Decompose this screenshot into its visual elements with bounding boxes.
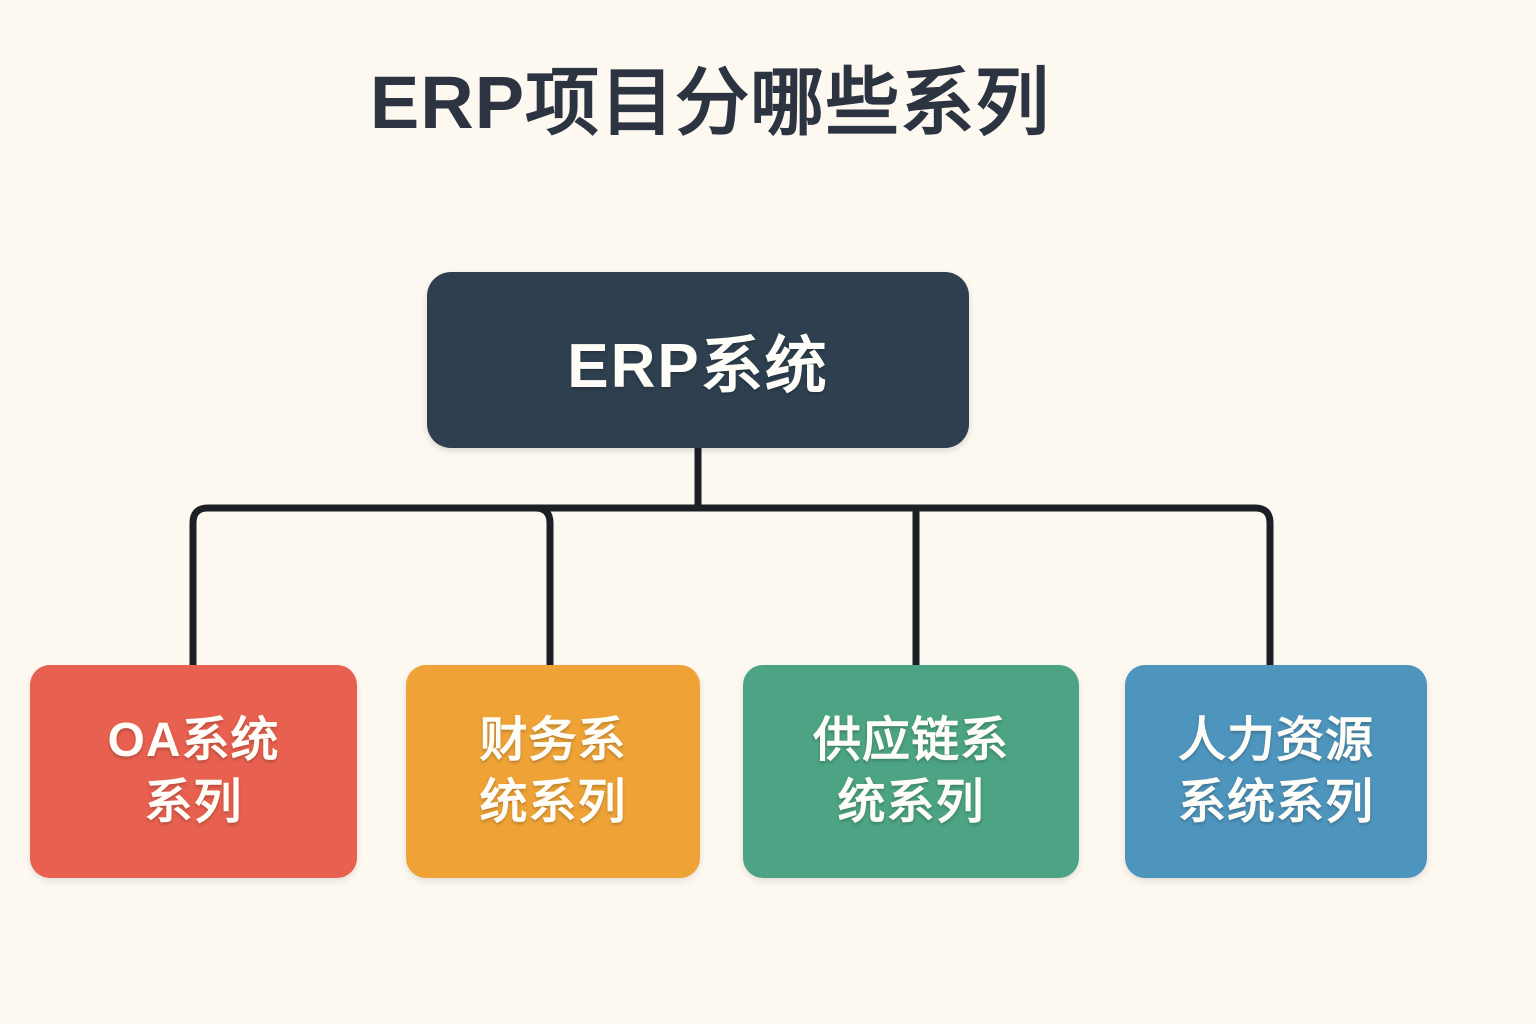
node-label-wrapper: 供应链系 统系列	[813, 710, 1009, 833]
node-hr-system-series[interactable]: 人力资源 系统系列	[1125, 665, 1427, 878]
node-label-line1: 财务系	[479, 714, 627, 768]
node-erp-system[interactable]: ERP系统	[427, 272, 969, 448]
node-label-line2: 系统系列	[1177, 775, 1374, 829]
node-finance-system-series[interactable]: 财务系 统系列	[406, 665, 700, 878]
node-label-line1: 人力资源	[1177, 714, 1374, 768]
node-oa-system-series[interactable]: OA系统 系列	[30, 665, 357, 878]
node-label-wrapper: OA系统 系列	[107, 710, 279, 833]
node-label-line2: 统系列	[479, 775, 627, 829]
node-label: ERP系统	[567, 332, 829, 401]
node-label-line2: 统系列	[837, 775, 985, 829]
connector-bus	[189, 504, 1274, 665]
node-label-line1: 供应链系	[812, 714, 1009, 768]
node-supply-chain-system-series[interactable]: 供应链系 统系列	[743, 665, 1079, 878]
node-label-line2: 系列	[144, 775, 243, 829]
page-title: ERP项目分哪些系列	[369, 61, 1051, 144]
node-label-wrapper: 财务系 统系列	[479, 710, 626, 833]
connector-drop-2	[534, 504, 554, 665]
node-label-line1: OA系统	[107, 714, 280, 768]
node-label-wrapper: 人力资源 系统系列	[1178, 710, 1374, 833]
